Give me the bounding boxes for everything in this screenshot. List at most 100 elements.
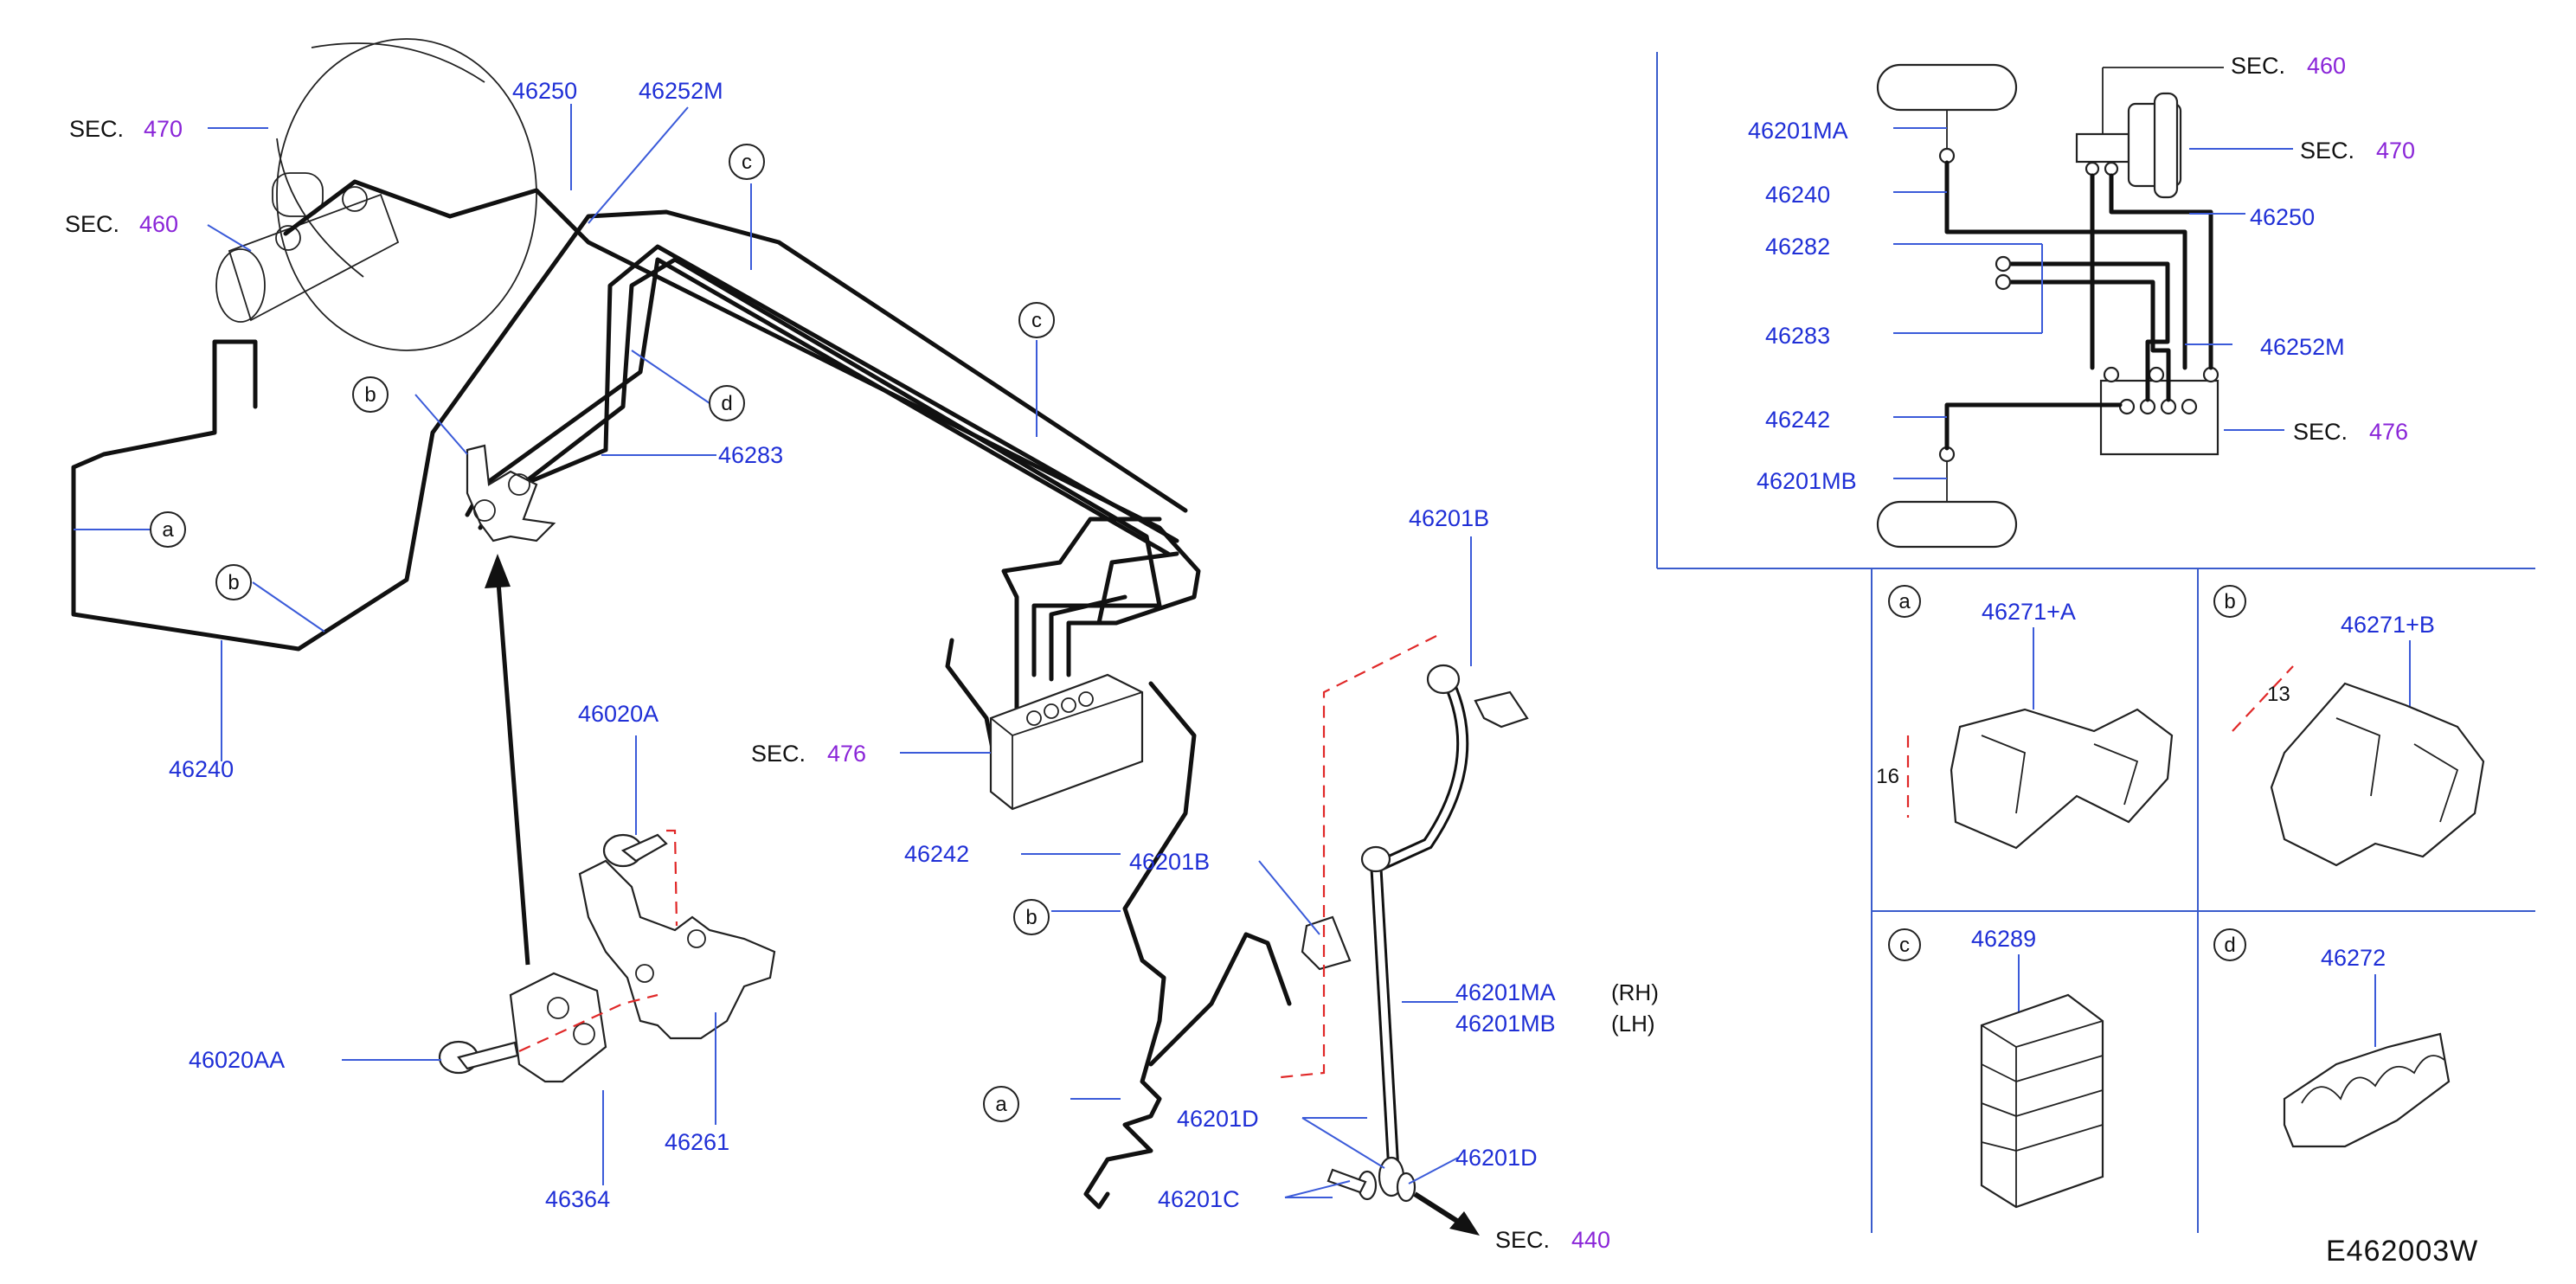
clip-cell-c: c 46289 — [1888, 926, 2104, 1209]
bolt-46020AA — [438, 1040, 519, 1075]
part-46261-label[interactable]: 46261 — [665, 1129, 729, 1155]
callout-d-letter: d — [721, 392, 732, 415]
callout-b-left: b — [215, 564, 252, 600]
dash-guide-hose-lower — [1280, 865, 1326, 1079]
clip-46272-label[interactable]: 46272 — [2321, 945, 2386, 971]
sec-460-number[interactable]: 460 — [139, 211, 178, 237]
dim-13: 13 — [2267, 683, 2290, 706]
cell-a-letter: a — [1898, 590, 1911, 613]
schematic-46252M-label[interactable]: 46252M — [2260, 334, 2345, 360]
pipe-bundle-main — [283, 179, 1201, 764]
part-46240-label[interactable]: 46240 — [169, 756, 234, 782]
clip-46271B-label[interactable]: 46271+B — [2341, 612, 2435, 638]
schematic-46240-label[interactable]: 46240 — [1765, 182, 1830, 208]
schematic-46283-label[interactable]: 46283 — [1765, 323, 1830, 349]
callout-a-left: a — [150, 511, 186, 548]
bracket-clip-46283 — [466, 444, 556, 542]
label-sec-476-middle[interactable]: SEC. 476 — [751, 741, 866, 767]
schematic-46282-label[interactable]: 46282 — [1765, 234, 1830, 260]
arrow-up-indicator — [485, 554, 530, 966]
side-rh-label: (RH) — [1611, 979, 1659, 1005]
sec-470-number[interactable]: 470 — [144, 116, 183, 142]
sec-prefix-476: SEC. — [2293, 419, 2348, 445]
callout-c-letter: c — [1031, 309, 1042, 332]
schematic-leaders — [1893, 127, 2293, 479]
sec-440-number[interactable]: 440 — [1571, 1227, 1610, 1253]
callout-b-letter: b — [364, 383, 376, 407]
part-46364-label[interactable]: 46364 — [545, 1186, 610, 1212]
callout-c-right: c — [1018, 302, 1055, 338]
sec-476-number[interactable]: 476 — [2369, 419, 2408, 445]
part-46201MB-label[interactable]: 46201MB — [1455, 1011, 1556, 1037]
part-46201C-label[interactable]: 46201C — [1158, 1186, 1240, 1212]
brake-booster-illustration — [215, 38, 537, 351]
brake-hose-46201MA — [1327, 664, 1469, 1203]
sec-prefix-440: SEC. — [1495, 1227, 1550, 1253]
part-46283-label[interactable]: 46283 — [718, 442, 783, 468]
callout-b-letter: b — [228, 571, 239, 594]
clip-cell-a: a 46271+A 16 — [1876, 585, 2174, 850]
label-sec-470-schematic[interactable]: SEC. 470 — [2300, 138, 2415, 164]
part-46252M-label[interactable]: 46252M — [639, 78, 723, 104]
callout-a-middle: a — [983, 1086, 1019, 1122]
clip-cell-b: b 46271+B 13 — [2213, 585, 2485, 867]
part-46250-label[interactable]: 46250 — [512, 78, 577, 104]
leader-lines — [74, 104, 1472, 1198]
side-lh-label: (LH) — [1611, 1011, 1655, 1037]
arrow-sec-440 — [1413, 1191, 1480, 1236]
part-46201D-left-label[interactable]: 46201D — [1177, 1106, 1259, 1132]
part-46201B-upper-label[interactable]: 46201B — [1409, 505, 1489, 531]
clip-grid-frame — [1871, 568, 2535, 1233]
part-46020AA-label[interactable]: 46020AA — [189, 1047, 285, 1073]
clip-46201B-upper — [1474, 690, 1529, 729]
callout-c-top: c — [729, 144, 765, 180]
callout-b-upper: b — [352, 376, 389, 413]
callout-b-letter: b — [1025, 906, 1037, 929]
schematic-frame — [1656, 52, 2535, 569]
sec-460-number[interactable]: 460 — [2307, 53, 2346, 79]
schematic-46201MB-label[interactable]: 46201MB — [1757, 468, 1857, 494]
schematic-master-cylinder — [2075, 67, 2224, 199]
part-46201MA-label[interactable]: 46201MA — [1455, 979, 1556, 1005]
label-sec-460-left[interactable]: SEC. 460 — [65, 211, 178, 237]
schematic-46242-label[interactable]: 46242 — [1765, 407, 1830, 433]
pipe-46240 — [71, 209, 1188, 652]
schematic-wheel-top — [1876, 63, 2018, 164]
diagram-code: E462003W — [2326, 1235, 2478, 1268]
clip-cell-d: d 46272 — [2213, 928, 2451, 1148]
sec-prefix-470: SEC. — [69, 116, 124, 142]
cell-c-letter: c — [1899, 934, 1910, 957]
sec-476-number[interactable]: 476 — [827, 741, 866, 767]
part-46020A-label[interactable]: 46020A — [578, 701, 658, 727]
clip-46271A-label[interactable]: 46271+A — [1982, 599, 2076, 625]
sec-prefix-460: SEC. — [2231, 53, 2285, 79]
callout-b-middle: b — [1013, 899, 1050, 935]
clip-46289-label[interactable]: 46289 — [1971, 926, 2036, 952]
part-46201B-lower-label[interactable]: 46201B — [1129, 849, 1210, 875]
schematic-46201MA-label[interactable]: 46201MA — [1748, 118, 1848, 144]
pipe-46242 — [1083, 681, 1197, 1210]
block-46364 — [509, 972, 607, 1083]
sec-470-number[interactable]: 470 — [2376, 138, 2415, 164]
schematic-actuator — [2099, 366, 2219, 456]
schematic-46250-label[interactable]: 46250 — [2250, 204, 2315, 230]
label-sec-460-schematic[interactable]: SEC. 460 — [2231, 53, 2346, 79]
schematic-pipes — [1944, 160, 2213, 451]
callout-a-letter: a — [162, 518, 174, 542]
dash-guide-46020A — [666, 829, 678, 927]
bolt-46020A — [602, 833, 668, 868]
callout-c-letter: c — [742, 151, 752, 174]
label-sec-476-schematic[interactable]: SEC. 476 — [2293, 419, 2408, 445]
label-sec-470-left[interactable]: SEC. 470 — [69, 116, 183, 142]
callout-d: d — [709, 385, 745, 421]
part-46242-label[interactable]: 46242 — [904, 841, 969, 867]
dim-16: 16 — [1876, 765, 1899, 788]
sec-prefix-460: SEC. — [65, 211, 119, 237]
clip-46201B-lower — [1301, 915, 1352, 971]
cell-d-letter: d — [2224, 934, 2235, 957]
pipe-46242-branch — [1148, 932, 1292, 1067]
callout-a-letter: a — [995, 1093, 1007, 1116]
label-sec-440[interactable]: SEC. 440 — [1495, 1227, 1610, 1253]
part-46201D-right-label[interactable]: 46201D — [1455, 1145, 1538, 1171]
